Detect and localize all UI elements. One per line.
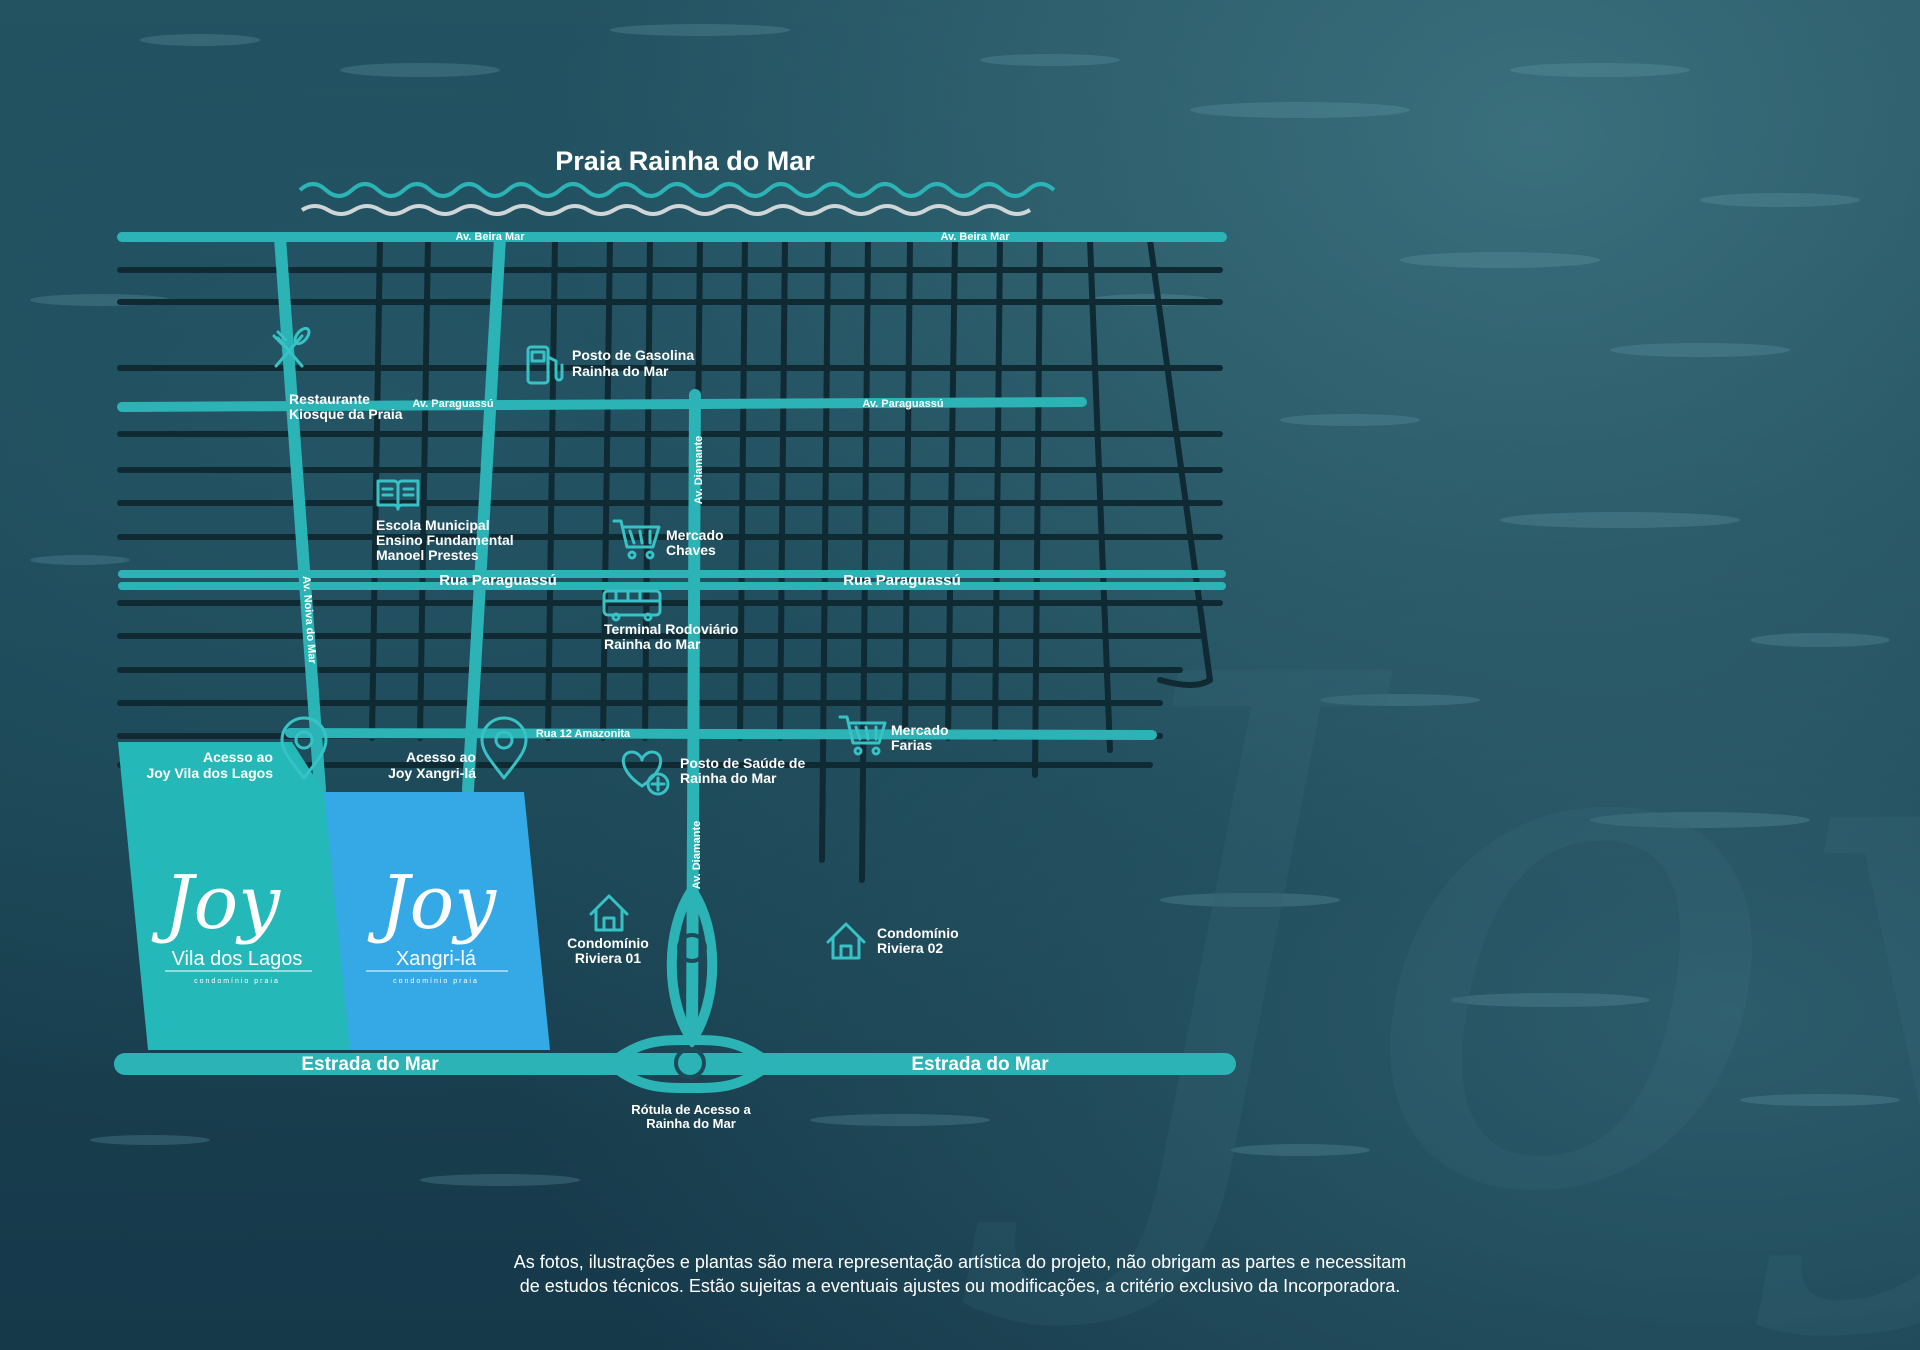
sea-waves	[298, 182, 1056, 216]
label-beira-mar-left: Av. Beira Mar	[455, 231, 525, 243]
label-rua-paraguassu-right: Rua Paraguassú	[843, 572, 961, 589]
road-av-diamante	[686, 389, 701, 1046]
brand-name-vila: Vila dos Lagos	[172, 948, 303, 970]
svg-text:Manoel Prestes: Manoel Prestes	[376, 547, 479, 563]
svg-text:Posto de Gasolina: Posto de Gasolina	[572, 347, 694, 363]
svg-text:Rainha do Mar: Rainha do Mar	[680, 770, 777, 786]
poi-riviera-01[interactable]: Condomínio Riviera 01	[567, 935, 649, 966]
label-beira-mar-right: Av. Beira Mar	[940, 231, 1010, 243]
disclaimer-line-2: de estudos técnicos. Estão sujeitas a ev…	[519, 1276, 1401, 1296]
label-paraguassu-av-right: Av. Paraguassú	[862, 398, 943, 410]
road-av-noiva-do-mar	[274, 232, 326, 796]
poi-posto-saude[interactable]: Posto de Saúde de Rainha do Mar	[680, 755, 805, 786]
road-av-paraguassu	[117, 397, 1087, 412]
brand-name-xangri: Xangri-lá	[396, 948, 477, 970]
svg-text:Joy Xangri-lá: Joy Xangri-lá	[388, 765, 476, 781]
label-estrada-left: Estrada do Mar	[301, 1054, 439, 1075]
road-rotula-ring	[601, 1034, 779, 1094]
label-av-diamante-top: Av. Diamante	[693, 436, 705, 504]
svg-text:Escola Municipal: Escola Municipal	[376, 517, 490, 533]
label-rua-amazonita: Rua 12 Amazonita	[536, 728, 631, 740]
label-av-diamante-bottom: Av. Diamante	[691, 821, 703, 889]
brand-joy-vila-dos-lagos: Joy Vila dos Lagos condomínio praia	[151, 860, 312, 985]
svg-text:Farias: Farias	[891, 737, 932, 753]
poi-posto-gasolina[interactable]: Posto de Gasolina Rainha do Mar	[572, 347, 694, 379]
svg-text:Chaves: Chaves	[666, 542, 716, 558]
poi-restaurante[interactable]: Restaurante Kiosque da Praia	[289, 391, 403, 422]
label-estrada-right: Estrada do Mar	[911, 1054, 1049, 1075]
label-paraguassu-av-left: Av. Paraguassú	[412, 398, 493, 410]
brand-joy-xangri-la: Joy Xangri-lá condomínio praia	[366, 860, 508, 985]
svg-text:Terminal Rodoviário: Terminal Rodoviário	[604, 621, 738, 637]
poi-rotula[interactable]: Rótula de Acesso a Rainha do Mar	[631, 1102, 751, 1131]
svg-text:Riviera 02: Riviera 02	[877, 940, 943, 956]
joy-xangri-la-block[interactable]	[324, 792, 550, 1050]
road-rua-amazonita	[285, 728, 1157, 740]
poi-mercado-chaves[interactable]: Mercado Chaves	[666, 527, 724, 558]
fuel-pump-icon	[526, 345, 564, 385]
poi-riviera-02[interactable]: Condomínio Riviera 02	[877, 925, 959, 956]
roundabout-rotula	[674, 1047, 706, 1079]
street-grid	[117, 235, 1223, 883]
svg-text:Joy Vila dos Lagos: Joy Vila dos Lagos	[146, 765, 273, 781]
svg-text:Mercado: Mercado	[891, 722, 949, 738]
svg-text:Condomínio: Condomínio	[877, 925, 959, 941]
road-av-central	[462, 232, 506, 796]
brand-sub-xangri: condomínio praia	[393, 978, 479, 985]
map-pin-icon[interactable]	[480, 716, 528, 780]
map-title: Praia Rainha do Mar	[555, 146, 815, 176]
svg-text:Mercado: Mercado	[666, 527, 724, 543]
svg-text:Ensino Fundamental: Ensino Fundamental	[376, 532, 514, 548]
svg-text:Acesso ao: Acesso ao	[406, 749, 476, 765]
bus-icon	[602, 589, 662, 622]
map-pin-icon[interactable]	[280, 716, 328, 780]
disclaimer: As fotos, ilustrações e plantas são mera…	[420, 1250, 1500, 1298]
poi-terminal[interactable]: Terminal Rodoviário Rainha do Mar	[604, 621, 738, 652]
house-icon	[826, 922, 866, 960]
cart-icon	[838, 715, 887, 756]
svg-text:Rainha do Mar: Rainha do Mar	[572, 363, 669, 379]
svg-text:Riviera 01: Riviera 01	[575, 950, 641, 966]
poi-acesso-xangri[interactable]: Acesso ao Joy Xangri-lá	[388, 749, 476, 781]
svg-text:Rainha do Mar: Rainha do Mar	[646, 1116, 736, 1131]
fork-knife-icon	[272, 326, 311, 368]
poi-acesso-vila[interactable]: Acesso ao Joy Vila dos Lagos	[146, 749, 273, 781]
svg-text:Condomínio: Condomínio	[567, 935, 649, 951]
cart-icon	[612, 519, 661, 560]
book-icon	[376, 479, 420, 511]
house-icon	[589, 894, 629, 932]
heart-plus-icon	[622, 750, 670, 796]
brand-sub-vila: condomínio praia	[194, 978, 280, 985]
disclaimer-line-1: As fotos, ilustrações e plantas são mera…	[513, 1252, 1407, 1272]
roundabout-diamante	[677, 933, 707, 963]
svg-text:Rótula de Acesso a: Rótula de Acesso a	[631, 1102, 751, 1117]
svg-text:Restaurante: Restaurante	[289, 391, 370, 407]
brand-logo-xangri: Joy	[367, 860, 497, 946]
svg-text:Posto de Saúde de: Posto de Saúde de	[680, 755, 805, 771]
poi-escola[interactable]: Escola Municipal Ensino Fundamental Mano…	[376, 517, 514, 563]
svg-text:Joy: Joy	[960, 531, 1920, 1346]
label-rua-paraguassu-left: Rua Paraguassú	[439, 572, 557, 589]
svg-text:Acesso ao: Acesso ao	[203, 749, 273, 765]
svg-text:Kiosque da Praia: Kiosque da Praia	[289, 406, 403, 422]
brand-logo-vila: Joy	[151, 860, 281, 946]
svg-text:Rainha do Mar: Rainha do Mar	[604, 636, 701, 652]
poi-mercado-farias[interactable]: Mercado Farias	[891, 722, 949, 753]
